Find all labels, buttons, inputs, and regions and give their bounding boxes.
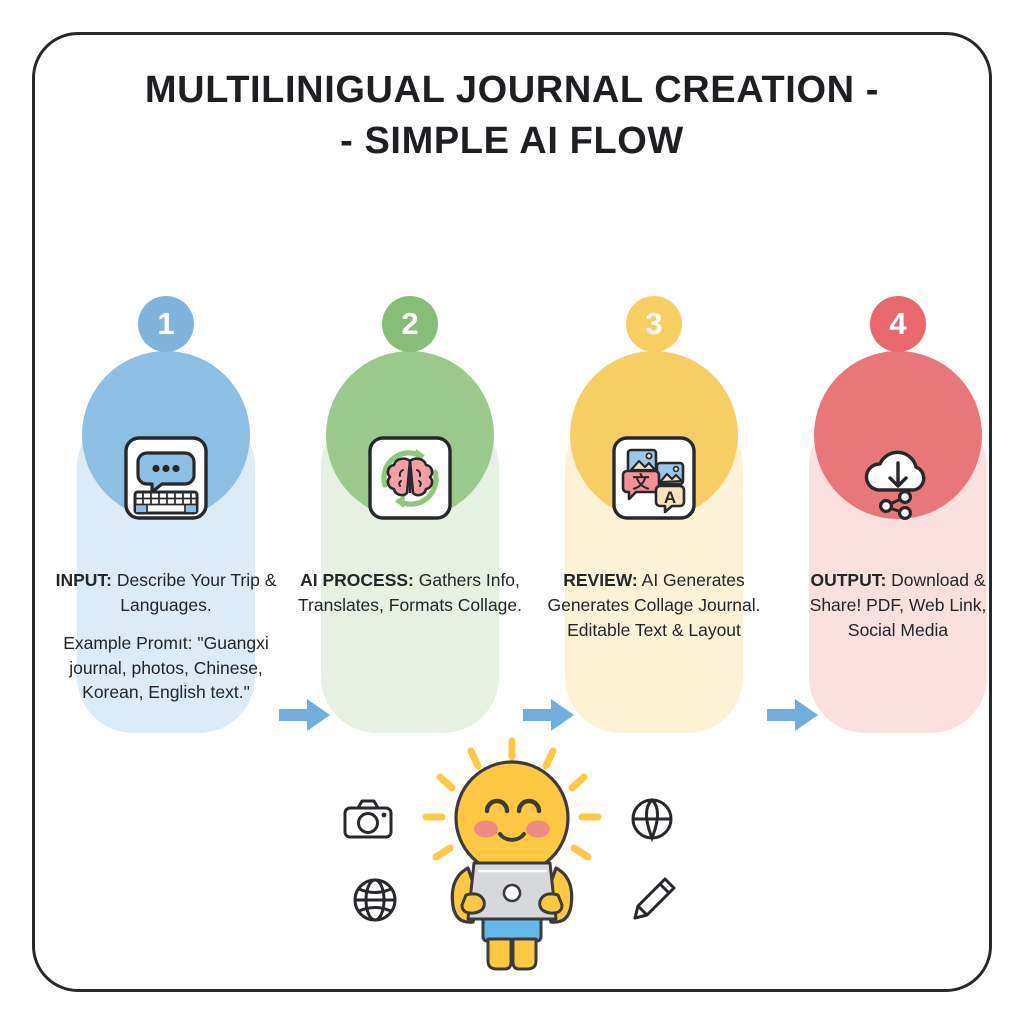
flow-steps: 1	[35, 283, 989, 753]
pencil-icon	[632, 875, 678, 921]
arrow-step3-to-step4	[767, 698, 819, 732]
step-3-heading: REVIEW:	[563, 570, 638, 590]
step-4-caption: OUTPUT: Download & Share! PDF, Web Link,…	[785, 568, 989, 643]
cloud-download-share-icon	[855, 435, 941, 521]
arrow-step1-to-step2	[279, 698, 331, 732]
flow-step-2[interactable]: 2	[298, 283, 522, 753]
sphere-icon	[628, 795, 676, 843]
page-title: MULTILINIGUAL JOURNAL CREATION - - SIMPL…	[35, 65, 989, 168]
smiling-lightbulb-with-laptop	[332, 735, 692, 975]
step-3-body: AI Generates Generates Collage Journal. …	[547, 570, 761, 640]
step-4-number-badge: 4	[870, 296, 926, 352]
step-1-number-badge: 1	[138, 296, 194, 352]
step-1-body-2: Example Promıt: "Guangxi journal, photos…	[63, 632, 269, 703]
arrow-step2-to-step3	[523, 698, 575, 732]
svg-text:A: A	[664, 488, 676, 507]
step-2-heading: AI PROCESS:	[300, 570, 414, 590]
translate-photos-icon: 文 A	[611, 435, 697, 521]
title-line-2: - SIMPLE AI FLOW	[340, 120, 684, 163]
flow-step-1[interactable]: 1	[56, 283, 276, 753]
step-1-heading: INPUT:	[55, 570, 112, 590]
chat-keyboard-icon	[123, 435, 209, 521]
flow-step-4[interactable]: 4 OUTPUT: Download & Share! PDF, Web Lin…	[791, 283, 989, 753]
step-2-number-badge: 2	[382, 296, 438, 352]
step-1-caption: INPUT: Describe Your Trip & Languages. E…	[53, 568, 279, 705]
step-2-body: Gathers Info, Translates, Formats Collag…	[297, 570, 522, 615]
step-4-body: Download & Share! PDF, Web Link, Social …	[809, 570, 987, 640]
step-2-caption: AI PROCESS: Gathers Info, Translates, Fo…	[297, 568, 523, 618]
flow-step-3[interactable]: 3 文 A REVIEW: AI Generates Gener	[547, 283, 761, 753]
step-3-caption: REVIEW: AI Generates Generates Collage J…	[541, 568, 767, 643]
svg-text:文: 文	[633, 472, 651, 492]
step-1-body: Describe Your Trip & Languages.	[112, 570, 277, 615]
infographic-canvas: MULTILINIGUAL JOURNAL CREATION - - SIMPL…	[32, 32, 992, 992]
globe-icon	[350, 875, 400, 925]
step-3-number-badge: 3	[626, 296, 682, 352]
step-4-heading: OUTPUT:	[810, 570, 887, 590]
camera-icon	[342, 797, 394, 841]
brain-refresh-icon	[367, 435, 453, 521]
title-line-1: MULTILINIGUAL JOURNAL CREATION -	[144, 69, 880, 111]
